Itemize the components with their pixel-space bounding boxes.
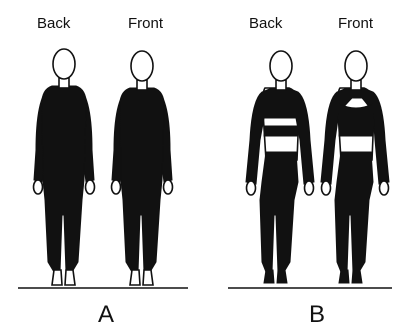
figure-b-front-right-hand [380,181,389,195]
panel-a-letter: A [98,301,114,328]
figure-b-back [246,51,314,283]
figure-b-back-leggings [260,152,298,272]
figure-a-back-left-foot [52,270,62,285]
figure-a-back-head [53,49,75,79]
figure-b-back-top-band [264,126,298,136]
figure-b-back-left-foot [264,270,274,283]
figure-a-back-suit [42,86,87,272]
figure-b-back-head [270,51,292,81]
figure-a-front [112,51,173,285]
figure-b-front-right-foot [352,270,362,283]
figure-a-back [34,49,95,285]
figure-b-front-left-hand [322,181,331,195]
figure-a-front-left-foot [130,270,140,285]
figure-a-front-right-hand [164,180,173,194]
figure-a-front-suit [120,88,165,272]
figure-a-back-left-hand [34,180,43,194]
figure-a-back-right-hand [86,180,95,194]
figure-a-front-head [131,51,153,81]
figure-a-back-right-foot [65,270,75,285]
figure-b-back-right-hand [305,181,314,195]
panel-b-back-label: Back [249,15,283,32]
panel-b-letter: B [309,301,325,328]
panel-a: Back Front [18,15,188,328]
figure-b-back-left-hand [247,181,256,195]
figure-b-front-leggings [335,152,373,272]
figure-a-front-right-foot [143,270,153,285]
panel-b: Back Front [228,15,392,328]
figure-b-front-crop-top [339,104,373,136]
figure-a-front-left-hand [112,180,121,194]
figure-b-front-head [345,51,367,81]
panel-a-back-label: Back [37,15,71,32]
figure-b-back-right-foot [277,270,287,283]
panel-a-front-label: Front [128,15,164,32]
panel-b-front-label: Front [338,15,374,32]
figure-b-front-left-foot [339,270,349,283]
figure-b-front [321,51,389,283]
